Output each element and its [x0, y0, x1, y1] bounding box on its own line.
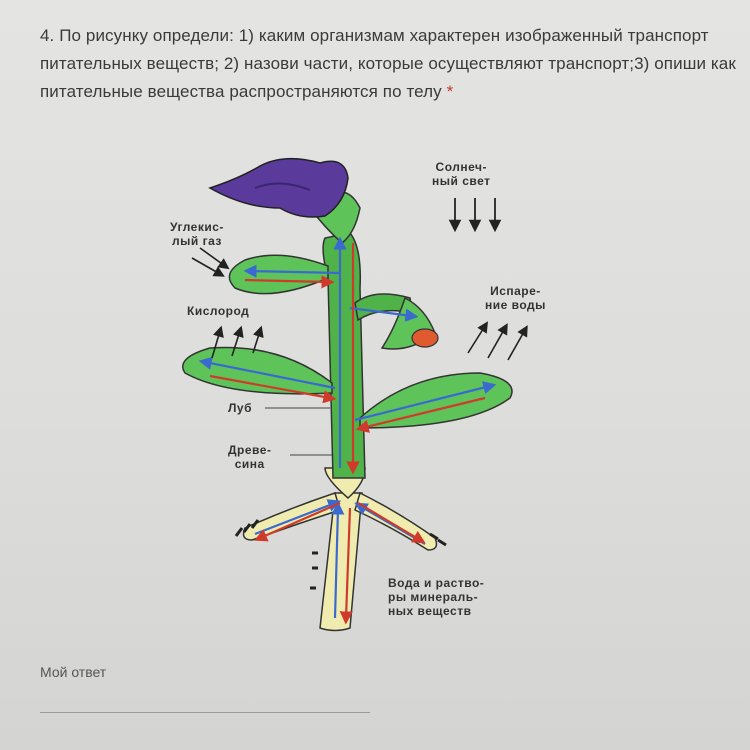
oxygen-label: Кислород — [187, 304, 250, 318]
leaf-upper-left — [228, 254, 329, 295]
evaporation-label-line1: Испаре- — [490, 284, 541, 298]
answer-input[interactable]: Мой ответ — [40, 664, 107, 680]
xylem-label: Древе- сина — [228, 443, 271, 471]
sunlight-label-line2: ный свет — [432, 174, 491, 188]
plant-illustration — [182, 157, 528, 632]
xylem-label-line2: сина — [234, 457, 265, 471]
sunlight-label-line1: Солнеч- — [435, 160, 487, 174]
water-label-line3: ных веществ — [388, 604, 472, 618]
sunlight-arrows — [448, 198, 502, 233]
evaporation-arrows — [467, 321, 528, 361]
required-mark: * — [446, 82, 454, 101]
water-label-line2: ры минераль- — [388, 590, 479, 604]
phloem-arrows — [209, 243, 486, 625]
flower — [208, 157, 361, 244]
water-minerals-label: Вода и раство- ры минераль- ных веществ — [388, 576, 484, 618]
evaporation-label: Испаре- ние воды — [485, 284, 546, 312]
evaporation-label-line2: ние воды — [485, 298, 546, 312]
plant-transport-diagram: Солнеч- ный свет Углекис- лый газ Кислор… — [150, 148, 590, 638]
water-label-line1: Вода и раство- — [388, 576, 485, 590]
oxygen-arrows — [211, 325, 264, 359]
question-title: 4. По рисунку определи: 1) каким организ… — [40, 26, 736, 101]
sunlight-label: Солнеч- ный свет — [432, 160, 491, 188]
co2-label-line2: лый газ — [172, 234, 222, 248]
question-text: 4. По рисунку определи: 1) каким организ… — [40, 22, 740, 106]
leaf-middle-left — [182, 346, 333, 395]
co2-label: Углекис- лый газ — [170, 220, 224, 248]
phloem-label: Луб — [228, 401, 253, 415]
fruit-bud — [380, 296, 439, 350]
answer-underline — [40, 712, 370, 713]
co2-arrows — [191, 247, 230, 277]
stem — [322, 232, 366, 479]
xylem-label-line1: Древе- — [228, 443, 272, 457]
co2-label-line1: Углекис- — [170, 220, 224, 234]
